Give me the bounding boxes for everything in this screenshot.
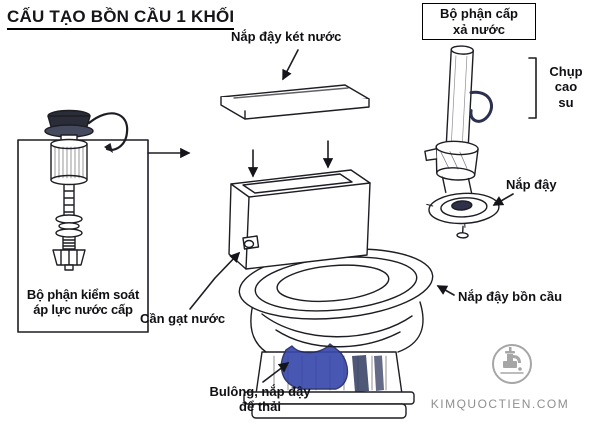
fill-valve-label: Bộ phận kiểm soát áp lực nước cấp [20,287,146,318]
flapper-arrow [492,193,514,206]
fill-valve-label-line1: Bộ phận kiểm soát [26,287,140,302]
callout-arrows [189,49,514,383]
flush-assembly-label-line1: Bộ phận cấp [439,6,518,22]
toilet-drawing [220,84,434,419]
fill-valve-drawing [44,109,129,271]
rubber-cap-bracket [528,57,537,119]
watermark-text: KIMQUOCTIEN.COM [430,397,570,411]
tank-lid-label: Nắp đậy két nước [231,29,342,44]
rubber-cap-label-line3: su [558,94,574,110]
faucet-icon [503,347,522,371]
fill-valve-label-line2: áp lực nước cấp [33,302,133,318]
toilet-seat-lid-label: Nắp đậy bồn cầu [458,289,563,304]
tank-lid-drawing [220,84,370,120]
flush-assembly-label: Bộ phận cấp xả nước [422,3,536,40]
float-cup-hatch [54,146,84,179]
diagram-title: CẤU TẠO BỒN CẦU 1 KHỐI [7,7,235,30]
toilet-tank [228,169,371,270]
flapper-cap-label: Nắp đậy [506,177,557,192]
lever-arrow [189,251,241,310]
trapway-shape [280,343,349,390]
rubber-cap-label-line1: Chụp [549,64,583,79]
waste-bolts-label-line1: Bulông, nắp đậy [209,384,311,399]
flush-valve-drawing [424,45,502,239]
kimquoctien-logo-icon [492,344,532,384]
fill-valve-callout-box [17,139,149,333]
rubber-cap-label: Chụp cao su [540,64,592,110]
waste-bolts-label: Bulông, nắp đậy để thải [200,384,320,415]
flush-valve-flange [426,192,502,228]
rubber-cap-label-line2: cao [554,79,578,95]
flush-lever-label: Cần gạt nước [140,311,226,326]
waste-bolts-label-line2: để thải [239,399,281,415]
bolts-arrow [262,362,290,383]
toilet-base [243,343,415,419]
seat-lid-arrow [436,285,455,296]
flush-assembly-label-line2: xả nước [453,21,505,37]
tank-lid-arrow [282,49,299,81]
hose-tip [104,143,113,153]
